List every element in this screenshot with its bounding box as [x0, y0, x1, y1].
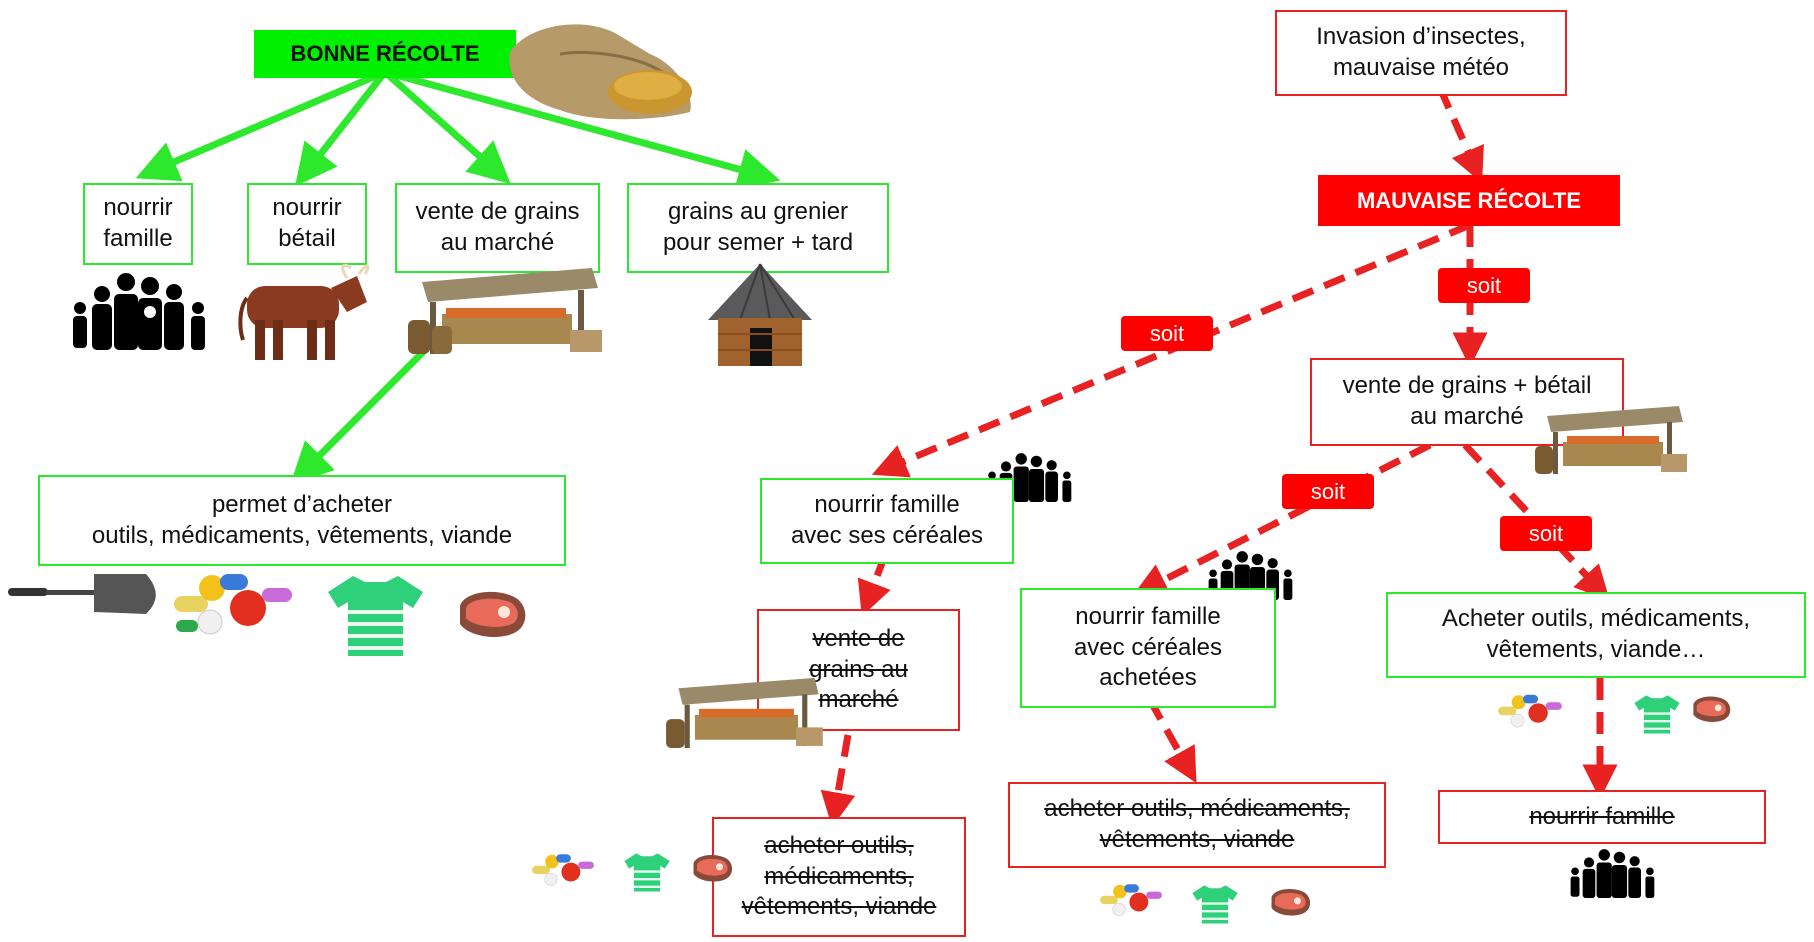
- shirt-icon: [328, 576, 423, 656]
- meat-icon: [460, 591, 526, 638]
- soit-label-1: soit: [1438, 268, 1530, 303]
- market-stall-icon: [408, 268, 602, 354]
- meat-icon-4: [1271, 888, 1311, 916]
- cow-icon: [238, 263, 370, 360]
- soit-label-2: soit: [1121, 316, 1213, 351]
- feed-family-box: nourrir famille: [83, 183, 193, 265]
- sell-grain-livestock-box: vente de grains + bétail au marché: [1310, 358, 1624, 446]
- arrow-feed-bought-to-no-buy: [1146, 698, 1197, 784]
- arrow-good-to-sell-grain: [382, 69, 511, 184]
- feed-livestock-box: nourrir bétail: [247, 183, 367, 265]
- soit-label-3: soit: [1282, 474, 1374, 509]
- family-icon-4: [1570, 849, 1655, 898]
- arrow-cause-to-bad: [1436, 86, 1484, 184]
- no-buy-goods-box-1: acheter outils, médicaments, vêtements, …: [712, 817, 966, 937]
- grain-sack-icon: [509, 24, 692, 120]
- arrow-good-to-granary: [384, 68, 781, 190]
- buy-goods-bad-box: Acheter outils, médicaments, vêtements, …: [1386, 592, 1806, 678]
- arrow-sell-to-feed-family-bought: [1132, 441, 1432, 596]
- shovel-icon: [8, 574, 156, 614]
- no-buy-goods-box-2: acheter outils, médicaments, vêtements, …: [1008, 782, 1386, 868]
- hut-icon: [708, 263, 812, 366]
- pills-icon: [174, 574, 292, 635]
- no-feed-family-box: nourrir famille: [1438, 790, 1766, 844]
- meat-icon-3: [693, 854, 733, 882]
- no-sell-grain-box: vente de grains au marché: [757, 609, 960, 731]
- soit-label-4: soit: [1500, 516, 1592, 551]
- market-stall-icon-2: [1535, 406, 1687, 474]
- arrow-market-to-buy-goods: [290, 332, 443, 485]
- buy-goods-box: permet d’acheter outils, médicaments, vê…: [38, 475, 566, 566]
- shirt-icon-2: [1634, 695, 1680, 734]
- good-harvest-title: BONNE RÉCOLTE: [254, 30, 516, 78]
- pills-icon-4: [1100, 884, 1162, 916]
- market-stall-icon-3: [666, 677, 823, 748]
- granary-box: grains au grenier pour semer + tard: [627, 183, 889, 273]
- cause-box: Invasion d’insectes, mauvaise météo: [1275, 10, 1567, 96]
- bad-harvest-title: MAUVAISE RÉCOLTE: [1318, 175, 1620, 226]
- pills-icon-3: [532, 854, 594, 886]
- arrow-good-to-feed-livestock: [295, 69, 388, 187]
- family-icon: [73, 273, 205, 350]
- arrow-good-to-feed-family: [135, 68, 387, 182]
- sell-grain-box: vente de grains au marché: [395, 183, 600, 273]
- pills-icon-2: [1498, 694, 1562, 728]
- shirt-icon-4: [1192, 885, 1238, 924]
- shirt-icon-3: [624, 853, 670, 892]
- arrow-no-sell-to-no-buy: [820, 734, 856, 828]
- meat-icon-2: [1693, 696, 1731, 723]
- feed-family-bought-box: nourrir famille avec céréales achetées: [1020, 588, 1276, 708]
- feed-family-own-box: nourrir famille avec ses céréales: [760, 478, 1014, 564]
